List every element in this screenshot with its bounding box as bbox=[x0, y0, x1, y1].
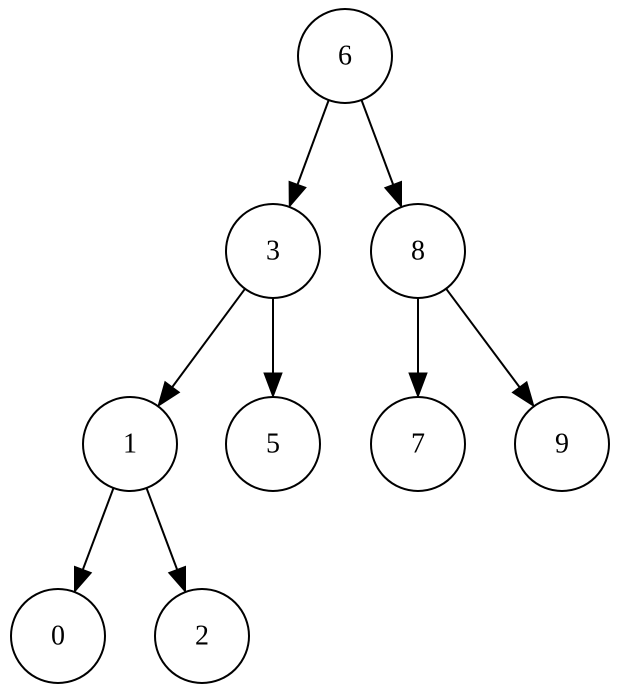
tree-node-1: 1 bbox=[82, 396, 178, 492]
node-label: 2 bbox=[195, 621, 209, 652]
edge-line bbox=[360, 99, 395, 185]
node-circle bbox=[297, 8, 393, 104]
node-circle bbox=[225, 396, 321, 492]
edge-line bbox=[445, 288, 521, 388]
tree-node-0: 0 bbox=[10, 588, 106, 684]
tree-node-7: 7 bbox=[370, 396, 466, 492]
node-label: 9 bbox=[555, 429, 569, 460]
tree-node-3: 3 bbox=[225, 203, 321, 299]
edge-3-to-1 bbox=[157, 288, 246, 408]
edge-1-to-0 bbox=[74, 487, 115, 594]
edge-1-to-2 bbox=[145, 487, 186, 594]
nodes-layer: 6 3 8 1 5 7 9 0 2 bbox=[10, 8, 610, 684]
arrowhead-icon bbox=[383, 180, 402, 209]
arrowhead-icon bbox=[263, 372, 283, 399]
node-circle bbox=[154, 588, 250, 684]
edge-8-to-9 bbox=[445, 288, 535, 408]
node-circle bbox=[82, 396, 178, 492]
edge-6-to-8 bbox=[360, 99, 402, 209]
tree-node-8: 8 bbox=[370, 203, 466, 299]
edges-layer bbox=[74, 99, 535, 594]
tree-node-5: 5 bbox=[225, 396, 321, 492]
node-label: 7 bbox=[411, 429, 425, 460]
node-circle bbox=[370, 203, 466, 299]
node-circle bbox=[370, 396, 466, 492]
edge-6-to-3 bbox=[288, 99, 330, 209]
node-label: 8 bbox=[411, 236, 425, 267]
tree-node-9: 9 bbox=[514, 396, 610, 492]
node-label: 6 bbox=[338, 41, 352, 72]
arrowhead-icon bbox=[288, 180, 307, 209]
edge-line bbox=[171, 288, 246, 388]
edge-line bbox=[296, 99, 330, 185]
arrowhead-icon bbox=[74, 565, 93, 594]
node-label: 0 bbox=[51, 621, 65, 652]
edge-8-to-7 bbox=[408, 298, 428, 399]
node-circle bbox=[514, 396, 610, 492]
node-label: 1 bbox=[123, 429, 137, 460]
arrowhead-icon bbox=[408, 372, 428, 399]
tree-node-6: 6 bbox=[297, 8, 393, 104]
arrowhead-icon bbox=[167, 565, 186, 594]
node-circle bbox=[10, 588, 106, 684]
arrowhead-icon bbox=[511, 380, 535, 408]
node-label: 5 bbox=[266, 429, 280, 460]
edge-line bbox=[81, 487, 115, 570]
tree-node-2: 2 bbox=[154, 588, 250, 684]
arrowhead-icon bbox=[157, 380, 181, 408]
node-label: 3 bbox=[266, 236, 280, 267]
edge-3-to-5 bbox=[263, 298, 283, 399]
edge-line bbox=[145, 487, 179, 570]
node-circle bbox=[225, 203, 321, 299]
